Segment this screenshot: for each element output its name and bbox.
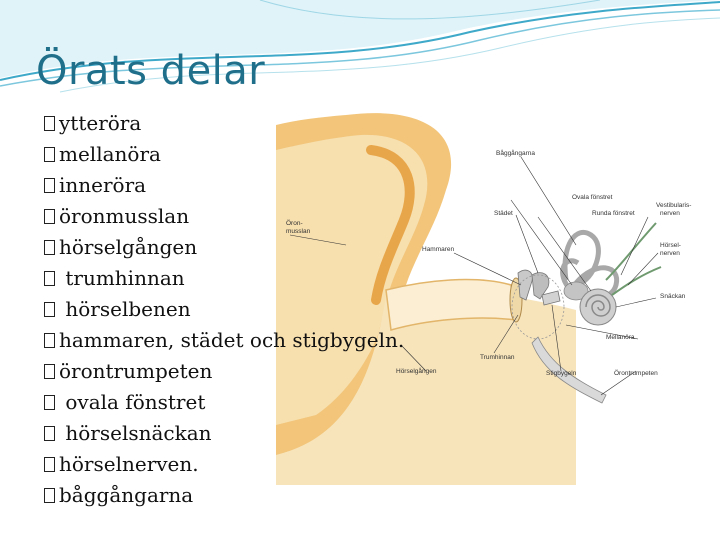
list-item: trumhinnan (44, 263, 404, 294)
label-ovala-fonstret: Ovala fönstret (572, 194, 613, 201)
label-trumhinnan: Trumhinnan (480, 354, 515, 361)
list-item: hörselsnäckan (44, 418, 404, 449)
bullet-placeholder-icon (44, 116, 55, 131)
list-item-text: trumhinnan (59, 263, 185, 294)
list-item: båggångarna (44, 480, 404, 511)
list-item: mellanöra (44, 139, 404, 170)
bullet-placeholder-icon (44, 302, 55, 317)
bullet-placeholder-icon (44, 426, 55, 441)
list-item-text: ytteröra (59, 108, 141, 139)
label-baggangarna: Båggångarna (496, 149, 535, 157)
label-stigbygeln: Stigbygeln (546, 370, 577, 377)
list-item-text: öronmusslan (59, 201, 189, 232)
label-stadet: Städet (494, 210, 513, 217)
list-item-text: båggångarna (59, 480, 193, 511)
bullet-placeholder-icon (44, 395, 55, 410)
label-horselnerven-2: nerven (660, 250, 680, 257)
label-horselnerven-1: Hörsel- (660, 242, 681, 249)
list-item: hörselgången (44, 232, 404, 263)
list-item-text: hammaren, städet och stigbygeln. (59, 325, 404, 356)
list-item: hörselbenen (44, 294, 404, 325)
bullet-placeholder-icon (44, 333, 55, 348)
label-snackan: Snäckan (660, 293, 686, 300)
list-item-text: hörselbenen (59, 294, 191, 325)
list-item: ovala fönstret (44, 387, 404, 418)
cochlea-shape (580, 289, 616, 325)
bullet-placeholder-icon (44, 178, 55, 193)
label-vestibularisnerven-1: Vestibularis- (656, 202, 691, 209)
bullet-placeholder-icon (44, 364, 55, 379)
bullet-placeholder-icon (44, 147, 55, 162)
list-item-text: örontrumpeten (59, 356, 212, 387)
bullet-placeholder-icon (44, 271, 55, 286)
bullet-placeholder-icon (44, 488, 55, 503)
list-item: ytteröra (44, 108, 404, 139)
bullet-placeholder-icon (44, 457, 55, 472)
list-item: örontrumpeten (44, 356, 404, 387)
bullet-list: ytteröra mellanöra inneröra öronmusslan … (44, 108, 404, 511)
list-item-text: mellanöra (59, 139, 161, 170)
label-mellanora: Mellanöra (606, 334, 635, 341)
list-item: hörselnerven. (44, 449, 404, 480)
list-item-text: inneröra (59, 170, 146, 201)
list-item-text: ovala fönstret (59, 387, 205, 418)
bullet-placeholder-icon (44, 240, 55, 255)
list-item-text: hörselnerven. (59, 449, 199, 480)
list-item: öronmusslan (44, 201, 404, 232)
slide-title: Örats delar (36, 48, 265, 94)
label-vestibularisnerven-2: nerven (660, 210, 680, 217)
list-item: hammaren, städet och stigbygeln. (44, 325, 404, 356)
list-item: inneröra (44, 170, 404, 201)
label-hammaren: Hammaren (422, 246, 455, 253)
list-item-text: hörselsnäckan (59, 418, 212, 449)
label-orontrumpeten: Örontrumpeten (614, 369, 658, 377)
list-item-text: hörselgången (59, 232, 197, 263)
label-runda-fonstret: Runda fönstret (592, 210, 635, 217)
bullet-placeholder-icon (44, 209, 55, 224)
